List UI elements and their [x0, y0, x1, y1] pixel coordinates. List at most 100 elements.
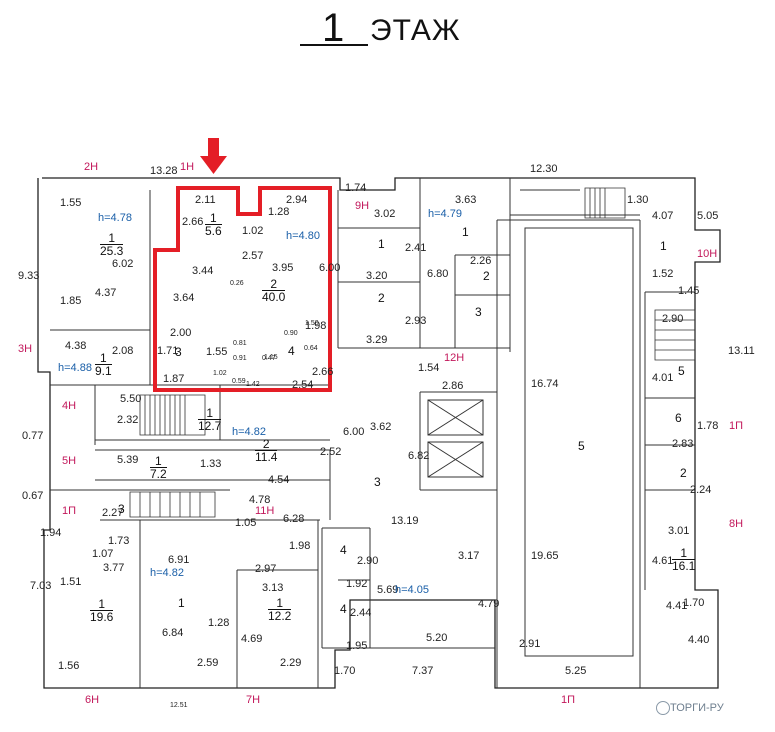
dimension-label: 1.30 — [627, 194, 649, 206]
entrance-label: 3Н — [18, 343, 33, 355]
room-label: 3 — [374, 476, 381, 488]
dimension-label: 4.69 — [241, 633, 263, 645]
dimension-label: 0.81 — [233, 340, 247, 347]
entrance-label: 9Н — [355, 200, 370, 212]
dimension-label: 1.95 — [346, 640, 368, 652]
dimension-label: 3.02 — [374, 208, 396, 220]
dimension-label: 1.87 — [163, 373, 185, 385]
dimension-label: 4.54 — [268, 474, 290, 486]
entrance-label: 2Н — [84, 161, 99, 173]
dimension-label: 6.84 — [162, 627, 184, 639]
dimension-label: 0.90 — [284, 330, 298, 337]
dimension-label: 2.90 — [357, 555, 379, 567]
dimension-label: 1.98 — [289, 540, 311, 552]
entrance-label: 11Н — [255, 505, 275, 517]
dimension-label: 4.07 — [652, 210, 674, 222]
dimension-label: 2.57 — [242, 250, 264, 262]
dimension-label: 1.85 — [60, 295, 82, 307]
dimension-label: 2.90 — [662, 313, 684, 325]
room-label: 1 — [178, 597, 185, 609]
dimension-label: 1.70 — [683, 597, 705, 609]
dimension-label: 1.28 — [268, 206, 290, 218]
ceiling-height-label: h=4.78 — [98, 212, 132, 224]
dimension-label: 5.20 — [426, 632, 448, 644]
dimension-label: 6.28 — [283, 513, 305, 525]
dimension-label: 19.65 — [531, 550, 559, 562]
floor-title: 1 ЭТАЖ — [0, 0, 775, 70]
floor-number-underline — [300, 44, 368, 46]
dimension-label: 2.44 — [350, 607, 372, 619]
room-label: 3 — [475, 306, 482, 318]
ceiling-height-label: h=4.80 — [286, 230, 320, 242]
ceiling-height-label: h=4.82 — [232, 426, 266, 438]
room-number: 1 — [198, 407, 222, 420]
room-number: 2 — [378, 291, 385, 305]
room-area: 25.3 — [100, 244, 124, 258]
dimension-label: 2.26 — [470, 255, 492, 267]
room-area: 12.7 — [198, 419, 222, 433]
dimension-label: 1.02 — [242, 225, 264, 237]
ceiling-height-label: h=4.79 — [428, 208, 462, 220]
floor-number: 1 — [322, 6, 345, 50]
dimension-label: 2.24 — [690, 484, 712, 496]
room-label: 5 — [678, 365, 685, 377]
ceiling-height-label: h=4.82 — [150, 567, 184, 579]
dimension-label: 5.05 — [697, 210, 719, 222]
room-number: 6 — [675, 411, 682, 425]
dimension-label: 0.26 — [230, 280, 244, 287]
room-number: 1 — [95, 352, 112, 365]
room-label: 3 — [175, 346, 182, 358]
dimension-label: 1.94 — [40, 527, 62, 539]
dimension-label: 9.33 — [18, 270, 40, 282]
room-number: 1 — [672, 547, 696, 560]
dimension-label: 5.39 — [117, 454, 139, 466]
dimension-label: 1.70 — [334, 665, 356, 677]
entrance-label: 1Н — [180, 161, 195, 173]
room-label: 1 — [660, 240, 667, 252]
dimension-label: 5.69 — [377, 584, 399, 596]
room-number: 1 — [660, 239, 667, 253]
dimension-label: 2.97 — [255, 563, 277, 575]
room-number: 3 — [175, 345, 182, 359]
floor-word: ЭТАЖ — [370, 14, 461, 47]
room-label: 2 — [680, 467, 687, 479]
dimension-label: 1.15 — [264, 354, 278, 361]
dimension-label: 2.59 — [197, 657, 219, 669]
dimension-label: 3.63 — [455, 194, 477, 206]
dimension-label: 12.30 — [530, 163, 558, 175]
dimension-label: 1.42 — [246, 381, 260, 388]
room-area: 19.6 — [90, 610, 114, 624]
dimension-label: 6.82 — [408, 450, 430, 462]
room-label: 1 — [462, 226, 469, 238]
dimension-label: 6.00 — [343, 426, 365, 438]
dimension-label: 1.74 — [345, 182, 367, 194]
dimension-label: 3.95 — [272, 262, 294, 274]
dimension-label: 2.83 — [672, 438, 694, 450]
dimension-label: 4.79 — [478, 598, 500, 610]
entrance-label: 1П — [729, 420, 744, 432]
entrance-label: 1П — [561, 694, 576, 706]
dimension-label: 4.37 — [95, 287, 117, 299]
room-number: 5 — [678, 364, 685, 378]
dimension-label: 7.03 — [30, 580, 52, 592]
dimension-label: 6.91 — [168, 554, 190, 566]
dimension-label: 1.28 — [208, 617, 230, 629]
highlighted-unit[interactable] — [153, 186, 332, 392]
dimension-label: 2.11 — [195, 194, 216, 206]
dimension-label: 1.71 — [157, 345, 179, 357]
stairs — [129, 187, 696, 518]
dimension-label: 1.54 — [418, 362, 440, 374]
dimension-label: 2.86 — [442, 380, 464, 392]
room-label: 6 — [675, 412, 682, 424]
dimension-label: 1.56 — [58, 660, 80, 672]
dimension-label: 3.17 — [458, 550, 480, 562]
entrance-label: 10Н — [697, 248, 718, 260]
room-label: 2 — [378, 292, 385, 304]
dimension-label: 4.01 — [652, 372, 674, 384]
elevator-shafts — [427, 227, 634, 657]
dimension-label: 5.50 — [120, 393, 142, 405]
watermark: ТОРГИ-РУ — [670, 702, 724, 714]
